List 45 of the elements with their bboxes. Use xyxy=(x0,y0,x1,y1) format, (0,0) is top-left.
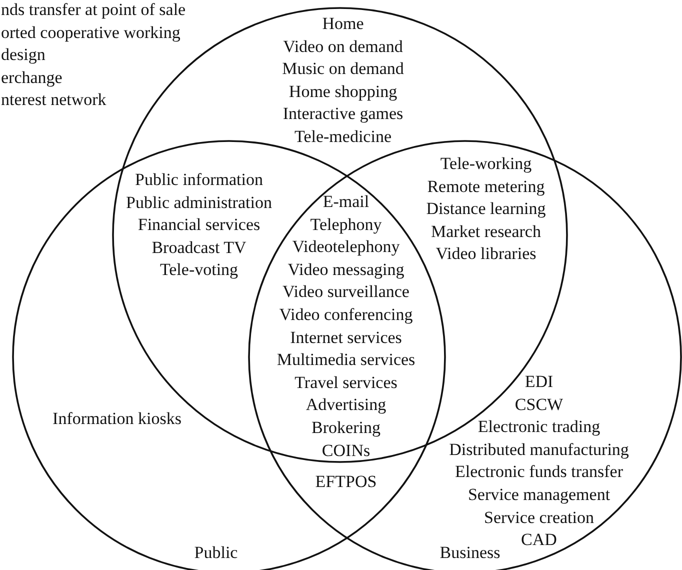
service-label: Public information xyxy=(135,170,263,190)
service-label: EFTPOS xyxy=(315,472,377,492)
service-label: Video surveillance xyxy=(282,282,410,302)
service-label: Multimedia services xyxy=(276,350,416,370)
legend-text: nterest network xyxy=(1,90,106,110)
service-label: EDI xyxy=(524,372,554,392)
legend-text: orted cooperative working xyxy=(1,22,180,43)
service-label: Financial services xyxy=(138,215,260,236)
service-label: Tele-voting xyxy=(160,260,238,280)
service-label: E-mail xyxy=(322,192,370,212)
service-label: COINs xyxy=(322,440,370,461)
legend-text: nds transfer at point of sale xyxy=(1,0,186,20)
service-label: Electronic funds transfer xyxy=(454,462,624,482)
service-label: Information kiosks xyxy=(52,409,182,429)
set-title: Home xyxy=(322,14,364,34)
service-label: Remote metering xyxy=(427,176,545,197)
set-title: Business xyxy=(440,543,500,563)
service-label: Video on demand xyxy=(283,36,403,57)
service-label: Distance learning xyxy=(426,199,546,220)
legend-text: design xyxy=(1,45,46,66)
service-label: Video libraries xyxy=(436,244,536,264)
service-label: Advertising xyxy=(306,395,386,416)
service-label: Public administration xyxy=(126,192,272,213)
service-label: Tele-working xyxy=(440,154,532,174)
service-label: Music on demand xyxy=(282,59,404,80)
service-label: Travel services xyxy=(294,372,398,393)
service-label: Service management xyxy=(468,485,610,505)
service-label: Video conferencing xyxy=(279,305,413,325)
service-label: Interactive games xyxy=(282,104,404,124)
service-label: Video messaging xyxy=(288,260,404,280)
service-label: Brokering xyxy=(312,418,380,438)
service-label: Market research xyxy=(431,222,541,242)
service-label: Broadcast TV xyxy=(152,238,246,258)
service-label: CSCW xyxy=(514,394,564,415)
service-label: Electronic trading xyxy=(478,417,600,438)
service-label: Distributed manufacturing xyxy=(449,440,629,460)
set-title: Public xyxy=(194,543,238,563)
service-label: CAD xyxy=(521,530,557,550)
service-label: Tele-medicine xyxy=(294,127,392,147)
service-label: Home shopping xyxy=(288,82,398,102)
service-label: Service creation xyxy=(484,508,594,528)
service-label: Videotelephony xyxy=(292,237,400,258)
service-label: Internet services xyxy=(290,328,402,348)
service-label: Telephony xyxy=(310,214,382,235)
legend-text: erchange xyxy=(1,68,62,88)
